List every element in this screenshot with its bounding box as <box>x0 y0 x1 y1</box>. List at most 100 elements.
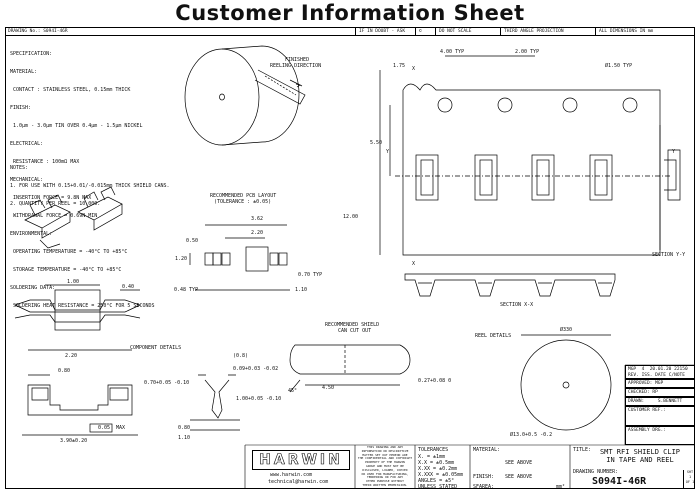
spec-line: FINISH: <box>10 105 32 111</box>
dim-cut-450: 4.50 <box>322 385 335 391</box>
label-reel-details: REEL DETAILS <box>475 333 512 339</box>
header-bar <box>5 27 695 36</box>
label-section-yy: SECTION Y-Y <box>652 252 686 258</box>
note-line: NOTES: <box>10 165 29 171</box>
marker-y-right: Y <box>672 149 676 155</box>
spec-line: SOLDERING DATA: <box>10 285 56 291</box>
dim-comp-390: 3.90±0.20 <box>60 438 88 444</box>
spec-line: 1.0µm - 3.0µm TIN OVER 0.4µm - 1.5µm NIC… <box>10 123 143 129</box>
drawing-number-label: DRAWING NUMBER: <box>573 469 619 475</box>
spec-line: ELECTRICAL: <box>10 141 44 147</box>
shield-cutout <box>289 344 411 393</box>
copyright-notice: THIS DRAWING AND ANY INFORMATION OR DESC… <box>357 445 413 487</box>
header-dimensions: ALL DIMENSIONS IN mm <box>595 27 695 36</box>
dim-tape-1200: 12.00 <box>343 214 359 220</box>
tolerances-label: TOLERANCES <box>418 447 449 453</box>
clip-side-view <box>14 284 141 331</box>
dim-pcb-110: 1.10 <box>295 287 308 293</box>
spec-line: MECHANICAL: <box>10 177 44 183</box>
dim-pcb-362: 3.62 <box>251 216 264 222</box>
section-yy <box>659 125 681 250</box>
spec-line: RESISTANCE : 100mΩ MAX <box>10 159 80 165</box>
dim-reel-330: Ø330 <box>560 327 573 333</box>
notes-block: NOTES: 1. FOR USE WITH 0.15+0.01/-0.015m… <box>10 153 170 213</box>
dim-side-040: 0.40 <box>122 284 135 290</box>
pcb-layout <box>189 224 290 291</box>
dim-comp-080: 0.80 <box>58 368 71 374</box>
component-side-view <box>190 374 240 431</box>
drawing-number: S094I-46R <box>592 476 647 487</box>
note-line: 1. FOR USE WITH 0.15+0.01/-0.015mm THICK… <box>10 183 170 189</box>
label-pcb-layout: RECOMMENDED PCB LAYOUT <box>210 193 277 199</box>
approved-field: APPROVED: MGP <box>625 379 695 388</box>
dim-pcb-050: 0.50 <box>186 238 199 244</box>
dim-comp-max: MAX <box>116 425 126 431</box>
angles-label: ANGLES = ±5° <box>418 478 455 484</box>
dim-pcb-220: 2.20 <box>251 230 264 236</box>
spec-line: SOLDERING HEAT RESISTANCE = 250°C FOR 5 … <box>10 303 155 309</box>
label-section-xx: SECTION X-X <box>500 302 534 308</box>
marker-x-top: X <box>412 66 416 72</box>
label-shield-cutout: RECOMMENDED SHIELD <box>325 322 380 328</box>
harwin-website: www.harwin.com <box>270 472 313 478</box>
dim-side-100: 1.00 <box>67 279 80 285</box>
dim-comp-100: 1.00+0.05 -0.10 <box>236 396 282 402</box>
label-pcb-tolerance: (TOLERANCE : ±0.05) <box>214 199 272 205</box>
header-drawing-no: DRAWING No.: S094I-46R <box>8 29 68 34</box>
spec-line: INSERTION FORCE = 9.8N MAX <box>10 195 92 201</box>
marker-y-left: Y <box>386 149 390 155</box>
unless-stated-label: UNLESS STATED <box>418 484 458 490</box>
section-xx <box>404 273 616 297</box>
reel-details <box>520 334 612 431</box>
spec-line: OPERATING TEMPERATURE = -40°C TO +85°C <box>10 249 128 255</box>
drawing-title: SMT RFI SHIELD CLIP IN TAPE AND REEL <box>599 448 681 464</box>
sfarea-unit: mm² <box>556 484 566 490</box>
title-label: TITLE: <box>573 447 592 453</box>
dim-tape-175: 1.75 <box>393 63 406 69</box>
revision-row: MGP 4 20.01.20 22150 REV. ISS. DATE C/NO… <box>625 365 695 379</box>
spec-line: SPECIFICATION: <box>10 51 53 57</box>
dim-tape-550: 5.50 <box>370 140 383 146</box>
dim-comp-220: 2.20 <box>65 353 78 359</box>
dim-comp-080b: 0.80 <box>178 425 191 431</box>
customer-ref-field: CUSTOMER REF.: <box>625 406 695 426</box>
tolerance-values: X. = ±1mm X.X = ±0.5mm X.XX = ±0.2mm X.X… <box>418 454 464 478</box>
spec-line: STORAGE TEMPERATURE = -40°C TO +85°C <box>10 267 122 273</box>
harwin-email: technical@harwin.com <box>268 479 329 485</box>
dim-comp-flatness: 0.05 <box>98 425 111 431</box>
label-can-cut-out: CAN CUT OUT <box>338 328 372 334</box>
marker-x-bottom: X <box>412 261 416 267</box>
dim-comp-110: 1.10 <box>178 435 191 441</box>
dim-tape-hole: Ø1.50 TYP <box>605 63 633 69</box>
dim-comp-070: 0.70+0.05 -0.10 <box>144 380 190 386</box>
header-do-not-scale: DO NOT SCALE <box>435 27 500 36</box>
specification-block: SPECIFICATION: MATERIAL: CONTACT : STAIN… <box>10 39 155 315</box>
checked-field: CHECKED: RP <box>625 388 695 397</box>
header-if-in-doubt: IF IN DOUBT - ASK <box>355 27 415 36</box>
dim-tape-200: 2.00 TYP <box>515 49 540 55</box>
clip-iso-drawing <box>24 186 123 249</box>
dim-reel-13: Ø13.0+0.5 -0.2 <box>510 432 553 438</box>
sheet-number: SHT 1 OF 1 <box>683 470 696 489</box>
header-projection: THIRD ANGLE PROJECTION <box>500 27 595 36</box>
dim-comp-009: 0.09+0.03 -0.02 <box>233 366 279 372</box>
dim-tape-400: 4.00 TYP <box>440 49 465 55</box>
tape-top-view <box>379 55 670 256</box>
drawn-field: DRAWN: S.BENNETT <box>625 397 695 406</box>
material-value: SEE ABOVE <box>505 460 533 466</box>
label-reeling-direction: REELING DIRECTION <box>270 63 322 69</box>
page-title: Customer Information Sheet <box>175 1 525 25</box>
reel-drawing <box>184 45 306 146</box>
spec-line: MATERIAL: <box>10 69 38 75</box>
finish-label: FINISH: <box>473 474 495 480</box>
finish-value: SEE ABOVE <box>505 474 533 480</box>
spec-line: ENVIRONMENTAL: <box>10 231 53 237</box>
dim-pcb-070: 0.70 TYP <box>298 272 323 278</box>
dim-cut-027: 0.27+0.08 0 <box>418 378 452 384</box>
note-line: 2. QUANTITY PER REEL = 10,000. <box>10 201 101 207</box>
spec-line: CONTACT : STAINLESS STEEL, 0.15mm THICK <box>10 87 131 93</box>
dim-pcb-120: 1.20 <box>175 256 188 262</box>
dim-pcb-048: 0.48 TYP <box>174 287 199 293</box>
copyright-c-icon: © <box>415 27 435 36</box>
